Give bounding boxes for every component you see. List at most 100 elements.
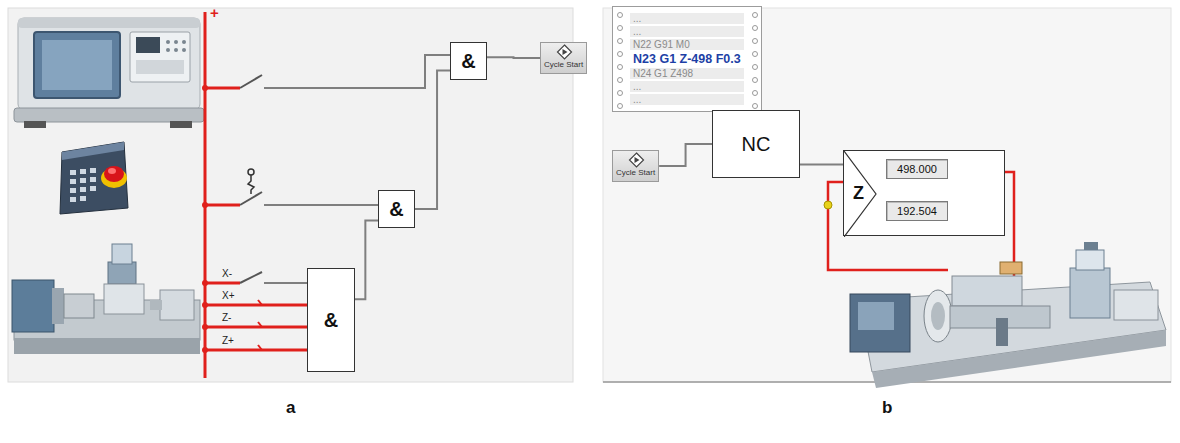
switch	[264, 55, 450, 88]
node-text: &	[461, 50, 475, 73]
power-bus	[240, 326, 307, 329]
measure-dot	[824, 201, 832, 209]
start-icon	[558, 45, 572, 59]
power-bus	[205, 12, 307, 378]
lathe	[1000, 262, 1022, 274]
tape-hole	[753, 39, 758, 44]
node-text: N23 G1 Z-498 F0.3	[630, 52, 744, 66]
node-text: 192.504	[897, 205, 937, 217]
tape-hole	[618, 13, 623, 18]
control-panel	[80, 169, 86, 174]
control-panel	[80, 187, 86, 192]
key-symbol	[248, 175, 254, 194]
tape-hole	[618, 26, 623, 31]
power-bus	[205, 326, 240, 329]
control-panel	[70, 170, 76, 175]
node-text: Cycle Start	[616, 168, 655, 177]
value-display: 498.000	[886, 159, 948, 179]
switch	[258, 322, 262, 327]
node-decoration	[613, 151, 660, 183]
junction-dot	[202, 324, 208, 330]
power-bus	[205, 87, 240, 90]
control-panel	[108, 168, 116, 174]
junction-dot	[202, 85, 208, 91]
cnc-machine	[136, 37, 160, 53]
junction-dot	[202, 202, 208, 208]
and-gate: &	[307, 268, 355, 372]
switch	[258, 300, 262, 305]
cnc-machine	[182, 48, 186, 52]
panel-caption: b	[882, 398, 892, 418]
switch	[240, 272, 262, 283]
power-bus	[204, 12, 207, 378]
signal-connector	[487, 56, 540, 59]
cnc-machine	[136, 60, 184, 74]
cycle-start-button: Cycle Start	[540, 42, 587, 74]
node-text: ...	[630, 81, 744, 92]
control-panel	[70, 179, 76, 184]
cnc-machine	[24, 121, 46, 128]
polarity-sign: +	[210, 4, 219, 21]
lathe	[924, 290, 952, 342]
panel-caption: a	[286, 398, 295, 418]
signal-connector	[415, 71, 450, 210]
tape-hole	[753, 52, 758, 57]
power-bus	[205, 282, 240, 285]
node-text: N24 G1 Z498	[630, 68, 744, 79]
control-panel	[70, 168, 96, 202]
tape-hole	[618, 39, 623, 44]
switch	[264, 204, 378, 206]
tape-hole	[618, 91, 623, 96]
axis-switch-label: X+	[222, 290, 235, 301]
cnc-machine	[174, 40, 178, 44]
control-panel	[80, 178, 86, 183]
lathe	[52, 288, 64, 324]
value-display: 192.504	[886, 201, 948, 221]
lathe	[996, 318, 1008, 346]
start-icon	[635, 157, 640, 163]
lathe	[108, 262, 136, 284]
control-panel	[70, 197, 76, 202]
tape-hole	[618, 104, 623, 109]
node-text: NC	[742, 133, 771, 156]
control-panel	[60, 142, 128, 214]
panel-ground	[8, 8, 573, 382]
cnc-machine	[170, 121, 192, 128]
control-panel	[62, 142, 124, 160]
node-text: Z	[853, 183, 864, 204]
node-text: N22 G91 M0	[630, 39, 744, 50]
start-icon	[630, 153, 644, 167]
lathe	[104, 284, 144, 314]
signal-connector	[800, 163, 843, 165]
lathe	[64, 294, 94, 318]
amplifier-chevron	[844, 151, 876, 237]
lathe	[1084, 242, 1098, 250]
power-bus	[205, 204, 240, 207]
key-symbol	[248, 169, 254, 175]
panel-ground	[8, 8, 1171, 382]
lathe	[952, 276, 1022, 306]
axis-drive: Z 498.000 192.504	[843, 150, 1005, 236]
node-text: Cycle Start	[544, 60, 583, 69]
cnc-machine	[174, 48, 178, 52]
cnc-machine	[166, 40, 170, 44]
cnc-machine	[18, 18, 200, 110]
power-bus	[205, 349, 240, 352]
signal-connector	[659, 144, 712, 166]
tape-hole	[618, 65, 623, 70]
lathe	[850, 294, 910, 352]
lathe	[14, 338, 200, 354]
control-panel	[90, 168, 96, 173]
lathe	[112, 244, 132, 264]
cnc-machine	[42, 40, 112, 90]
tape-hole	[753, 78, 758, 83]
control-panel	[60, 142, 128, 214]
cnc-machine	[18, 18, 200, 28]
nc-unit: NC	[712, 110, 800, 178]
node-decoration	[541, 43, 588, 75]
power-bus	[205, 304, 240, 307]
power-bus	[240, 349, 307, 352]
lathe	[12, 244, 200, 354]
cnc-machine	[14, 108, 204, 122]
